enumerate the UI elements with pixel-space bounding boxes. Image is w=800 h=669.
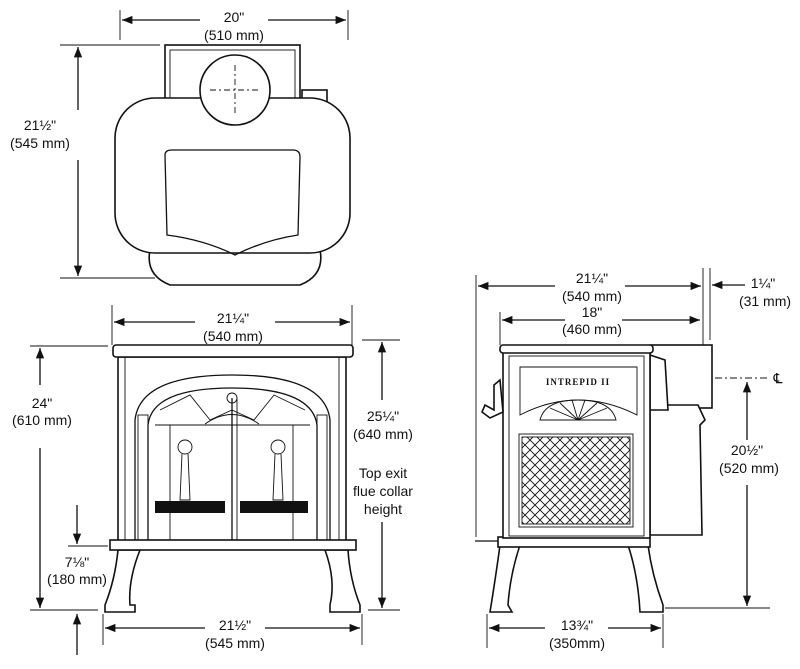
leg-width-mm: (545 mm) <box>205 635 265 651</box>
side-view: 21¼" (540 mm) 1¼" (31 mm) 18" (460 mm) I… <box>475 268 791 651</box>
top-window <box>164 149 301 256</box>
front-door-arch <box>147 387 318 540</box>
front-left-leg <box>104 549 142 613</box>
left-log-grate <box>155 501 225 513</box>
top-base <box>148 249 322 286</box>
front-top-plate <box>112 344 354 358</box>
right-log-grate <box>240 501 308 513</box>
door-handle-icon <box>226 392 238 404</box>
rear-flue-height-mm: (520 mm) <box>719 460 779 476</box>
leg-depth-mm: (350mm) <box>549 635 605 651</box>
front-base <box>109 539 357 551</box>
front-height-mm: (610 mm) <box>12 412 72 428</box>
top-view: 20" (510 mm) 21½" (545 mm) <box>10 9 351 286</box>
leg-height-mm: (180 mm) <box>47 571 107 587</box>
collar-offset-mm: (31 mm) <box>739 293 791 309</box>
top-depth-mm: (545 mm) <box>10 135 70 151</box>
top-width-in: 20" <box>224 9 245 25</box>
flue-note-2: flue collar <box>353 483 413 499</box>
front-height-in: 24" <box>32 395 53 411</box>
side-top-plate <box>499 344 654 354</box>
body-depth-in: 18" <box>582 304 603 320</box>
centerline-symbol: ℄ <box>773 370 783 386</box>
flue-note-3: height <box>364 501 402 517</box>
top-width-mm: (510 mm) <box>204 27 264 43</box>
body-depth-mm: (460 mm) <box>562 321 622 337</box>
front-top-width-in: 21¼" <box>217 310 249 326</box>
flue-height-mm: (640 mm) <box>353 426 413 442</box>
rear-flue-height-in: 20½" <box>731 442 763 458</box>
side-depth-in: 21¼" <box>576 270 608 286</box>
flue-note-1: Top exit <box>359 465 407 481</box>
right-andiron <box>270 439 286 455</box>
leg-depth-in: 13¾" <box>561 617 593 633</box>
front-right-leg <box>323 549 361 613</box>
front-top-width-mm: (540 mm) <box>203 328 263 344</box>
collar-offset-in: 1¼" <box>751 275 775 291</box>
side-depth-mm: (540 mm) <box>562 288 622 304</box>
side-handle-icon <box>481 378 504 419</box>
top-depth-in: 21½" <box>24 117 56 133</box>
lattice-grille <box>521 436 631 525</box>
side-front-leg <box>489 544 522 613</box>
left-andiron <box>177 439 193 455</box>
flue-height-in: 25¼" <box>367 408 399 424</box>
front-view: 21¼" (540 mm) 24" (610 mm) 25¼" (640 mm)… <box>12 305 413 655</box>
side-rear-leg <box>626 544 664 613</box>
leg-height-in: 7⅛" <box>65 554 89 570</box>
brand-label: INTREPID II <box>546 377 610 387</box>
leg-width-in: 21½" <box>219 617 251 633</box>
shell-ornament <box>539 399 617 421</box>
rear-body <box>649 404 706 536</box>
